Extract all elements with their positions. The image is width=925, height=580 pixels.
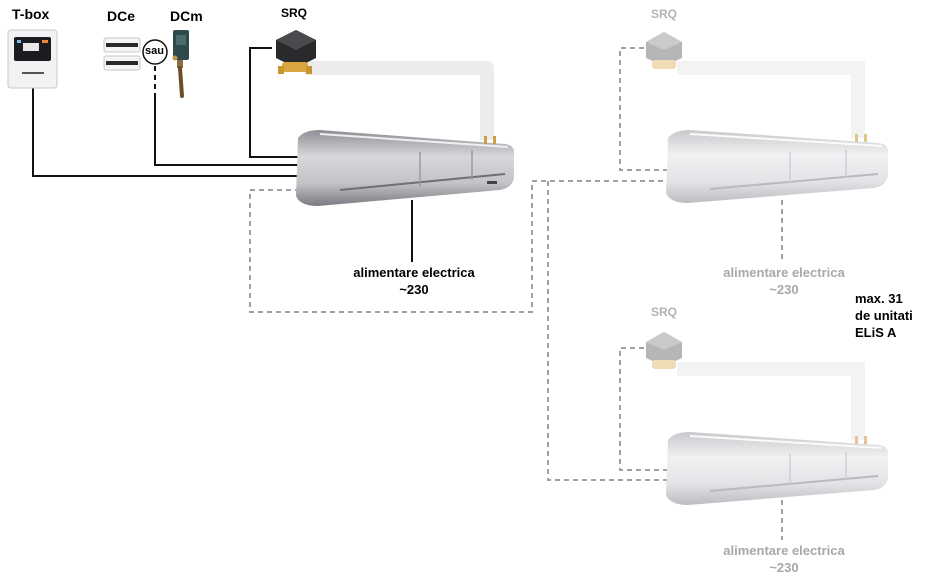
dcm-label: DCm (170, 8, 203, 24)
pipe-main (305, 61, 494, 140)
wire-solid (32, 47, 413, 262)
sau-circle (142, 39, 168, 65)
srq-valve-icon (276, 30, 316, 74)
dce-sensor-icon (103, 37, 141, 71)
air-curtain-icon (666, 130, 888, 203)
wire-dashed (249, 47, 783, 540)
power-label-unit2: alimentare electrica ~230 (723, 265, 845, 297)
dce-label: DCe (107, 8, 136, 24)
srq-3-label: SRQ (651, 305, 678, 319)
srq-valve-icon (646, 332, 682, 369)
pipe-unit3 (677, 362, 865, 440)
srq-valve-icon (646, 32, 682, 69)
tbox-label: T-box (12, 6, 50, 22)
tbox-controller-icon (7, 29, 58, 89)
power-label-main: alimentare electrica ~230 (353, 265, 475, 297)
power-label-unit3: alimentare electrica ~230 (723, 543, 845, 575)
air-curtain-icon (296, 130, 514, 206)
srq-main-label: SRQ (281, 6, 308, 20)
air-curtain-icon (666, 432, 888, 505)
srq-2-label: SRQ (651, 7, 678, 21)
pipe-unit2 (677, 61, 865, 138)
max-units-note: max. 31 de unitati ELiS A (855, 291, 913, 340)
sau-label: sau (145, 45, 164, 57)
dcm-sensor-icon (172, 30, 189, 98)
